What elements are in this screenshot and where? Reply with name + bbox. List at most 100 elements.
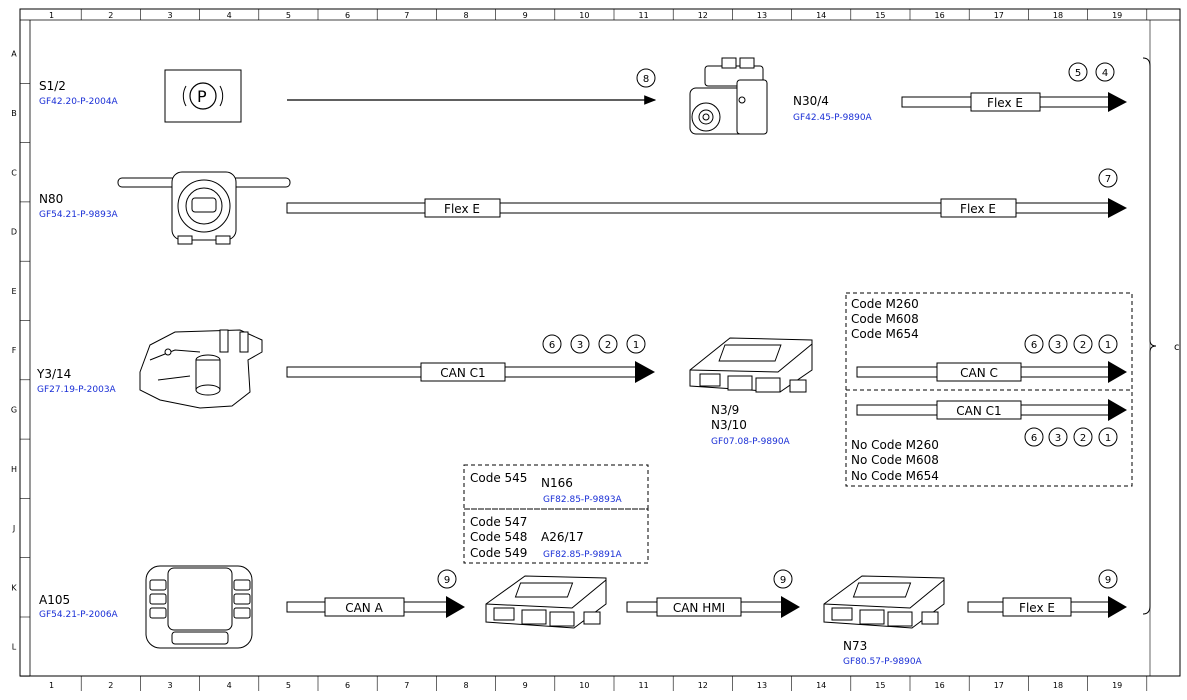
bus-label: CAN C xyxy=(960,366,998,380)
right-bracket: c xyxy=(1142,57,1180,615)
component-id: S1/2 xyxy=(39,79,66,93)
column-label: 17 xyxy=(994,681,1004,690)
row-label: C xyxy=(11,168,17,177)
column-label: 4 xyxy=(227,681,232,690)
bus-label: CAN C1 xyxy=(440,366,485,380)
svg-text:c: c xyxy=(1174,342,1180,353)
marker: 1 xyxy=(633,340,639,351)
row-label: F xyxy=(12,346,17,355)
component-ref-link[interactable]: GF27.19-P-2003A xyxy=(37,385,117,395)
bus-label: Flex E xyxy=(987,96,1023,110)
connection-n80: Flex E Flex E 7 xyxy=(286,168,1127,218)
marker-9: 9 xyxy=(1105,575,1111,586)
component-ref-link[interactable]: GF07.08-P-9890A xyxy=(711,437,791,447)
column-label: 17 xyxy=(994,11,1004,20)
row-label: J xyxy=(12,524,15,533)
component-ref-link[interactable]: GF82.85-P-9891A xyxy=(543,550,623,560)
row-label: K xyxy=(11,583,17,592)
component-ref-link[interactable]: GF42.45-P-9890A xyxy=(793,113,873,123)
column-label: 3 xyxy=(167,11,172,20)
column-label: 8 xyxy=(463,11,468,20)
marker-9: 9 xyxy=(780,575,786,586)
row-label: D xyxy=(11,228,17,237)
column-label: 18 xyxy=(1053,11,1063,20)
component-id: A26/17 xyxy=(541,530,584,544)
row-label: G xyxy=(11,405,17,414)
component-y3-14[interactable]: Y3/14 GF27.19-P-2003A xyxy=(36,329,263,409)
transmission-controller-icon xyxy=(139,329,263,409)
component-ref-link[interactable]: GF80.57-P-9890A xyxy=(843,657,923,667)
component-ref-link[interactable]: GF54.21-P-2006A xyxy=(39,610,119,620)
marker: 3 xyxy=(577,340,583,351)
component-ref-link[interactable]: GF42.20-P-2004A xyxy=(39,97,119,107)
steering-column-module-icon xyxy=(117,171,291,245)
column-label: 4 xyxy=(227,11,232,20)
component-id: A105 xyxy=(39,593,70,607)
head-unit-icon xyxy=(485,575,607,629)
code-label: Code M608 xyxy=(851,312,919,326)
column-label: 7 xyxy=(404,681,409,690)
connection-can-a: CAN A 9 xyxy=(286,569,465,618)
parking-brake-switch-icon: P xyxy=(164,69,242,123)
marker: 6 xyxy=(1031,433,1037,444)
column-label: 8 xyxy=(463,681,468,690)
component-a26-17[interactable]: Code 547 Code 548 Code 549 A26/17 GF82.8… xyxy=(463,508,649,564)
column-label: 1 xyxy=(49,11,54,20)
column-label: 15 xyxy=(875,681,885,690)
connection-can-hmi: CAN HMI 9 xyxy=(626,569,800,618)
column-label: 6 xyxy=(345,11,350,20)
code-label: Code 545 xyxy=(470,471,527,485)
bus-label: CAN HMI xyxy=(673,601,725,615)
code-label: Code M260 xyxy=(851,297,919,311)
row-label: A xyxy=(11,50,17,59)
column-label: 2 xyxy=(108,681,113,690)
column-label: 14 xyxy=(816,681,826,690)
touchpad-icon xyxy=(145,565,253,649)
column-label: 9 xyxy=(523,681,528,690)
marker: 2 xyxy=(1080,433,1086,444)
column-label: 13 xyxy=(757,11,767,20)
component-ref-link[interactable]: GF82.85-P-9893A xyxy=(543,495,623,505)
component-s1-2[interactable]: S1/2 GF42.20-P-2004A P xyxy=(39,69,242,123)
row-label: L xyxy=(12,643,17,652)
connection-can-c: CAN C 6 3 2 1 xyxy=(856,334,1127,383)
code-label: Code 549 xyxy=(470,546,527,560)
column-label: 12 xyxy=(698,11,708,20)
column-label: 1 xyxy=(49,681,54,690)
column-label: 2 xyxy=(108,11,113,20)
code-label: Code M654 xyxy=(851,327,919,341)
marker: 6 xyxy=(549,340,555,351)
column-label: 3 xyxy=(167,681,172,690)
column-label: 18 xyxy=(1053,681,1063,690)
marker: 1 xyxy=(1105,340,1111,351)
marker-5: 5 xyxy=(1075,68,1081,79)
column-label: 10 xyxy=(579,681,589,690)
component-id: N3/10 xyxy=(711,418,747,432)
marker-9: 9 xyxy=(444,575,450,586)
component-n80[interactable]: N80 GF54.21-P-9893A xyxy=(39,171,291,245)
column-label: 19 xyxy=(1112,11,1122,20)
component-ref-link[interactable]: GF54.21-P-9893A xyxy=(39,210,119,220)
column-label: 6 xyxy=(345,681,350,690)
marker-4: 4 xyxy=(1102,68,1108,79)
component-n73[interactable]: N73 GF80.57-P-9890A xyxy=(823,575,945,667)
column-label: 5 xyxy=(286,11,291,20)
column-label: 7 xyxy=(404,11,409,20)
component-n3[interactable]: N3/9 N3/10 GF07.08-P-9890A xyxy=(689,337,813,447)
row-label: H xyxy=(11,465,17,474)
component-n30-4[interactable]: N30/4 GF42.45-P-9890A xyxy=(689,57,873,135)
component-n166[interactable]: Code 545 N166 GF82.85-P-9893A xyxy=(463,464,649,510)
code-label: No Code M654 xyxy=(851,469,939,483)
component-id: Y3/14 xyxy=(36,367,71,381)
column-label: 16 xyxy=(935,681,945,690)
component-a105[interactable]: A105 GF54.21-P-2006A xyxy=(39,565,253,649)
column-label: 5 xyxy=(286,681,291,690)
svg-text:P: P xyxy=(197,87,207,106)
bus-label: Flex E xyxy=(444,202,480,216)
column-label: 11 xyxy=(639,11,649,20)
component-id: N73 xyxy=(843,639,867,653)
row-label: E xyxy=(11,287,16,296)
bus-label: CAN A xyxy=(345,601,383,615)
column-label: 16 xyxy=(935,11,945,20)
